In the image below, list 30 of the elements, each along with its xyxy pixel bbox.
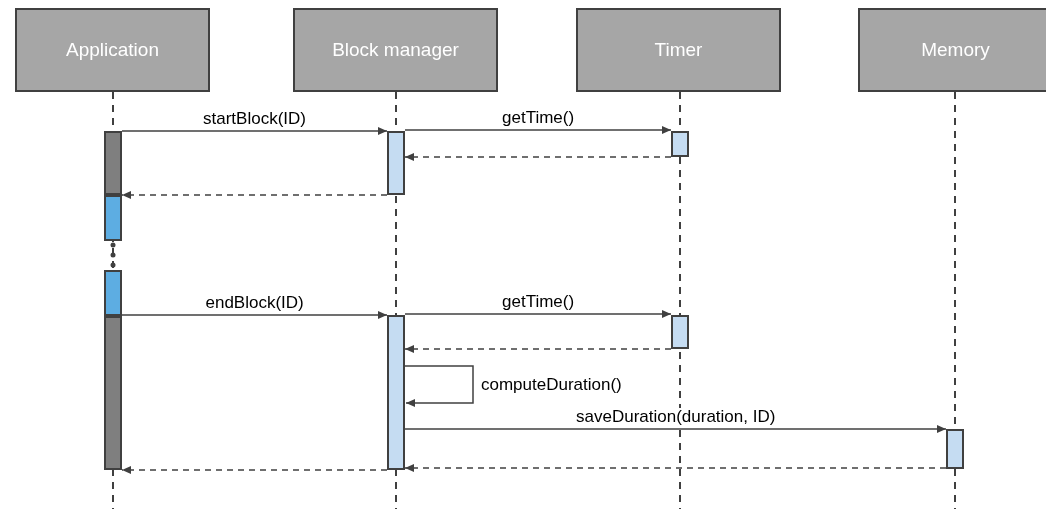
activation-bar [104, 316, 122, 470]
message-arrow [404, 425, 947, 433]
message-arrow [404, 310, 672, 318]
return-arrow [121, 191, 388, 199]
return-arrow [404, 464, 947, 472]
message-label: computeDuration() [479, 375, 624, 394]
participant-box: Timer [576, 8, 781, 92]
message-label: endBlock(ID) [203, 294, 306, 312]
message-label: startBlock(ID) [201, 110, 308, 128]
activation-bar [104, 195, 122, 241]
participant-box: Memory [858, 8, 1046, 92]
message-label: getTime() [500, 109, 577, 127]
activation-bar [387, 315, 405, 470]
activation-bar [387, 131, 405, 195]
activation-bar [671, 131, 689, 157]
return-arrow [404, 345, 672, 353]
message-label: saveDuration(duration, ID) [574, 408, 778, 426]
activation-bar [104, 270, 122, 316]
message-arrow [404, 365, 474, 407]
participant-box: Application [15, 8, 210, 92]
participant-box: Block manager [293, 8, 498, 92]
message-label: getTime() [500, 293, 577, 311]
activation-bar [946, 429, 964, 469]
message-arrow [121, 311, 388, 319]
activation-bar [104, 131, 122, 195]
message-arrow [121, 127, 388, 135]
return-arrow [121, 466, 388, 474]
message-arrow [404, 126, 672, 134]
activation-bar [671, 315, 689, 349]
return-arrow [404, 153, 672, 161]
